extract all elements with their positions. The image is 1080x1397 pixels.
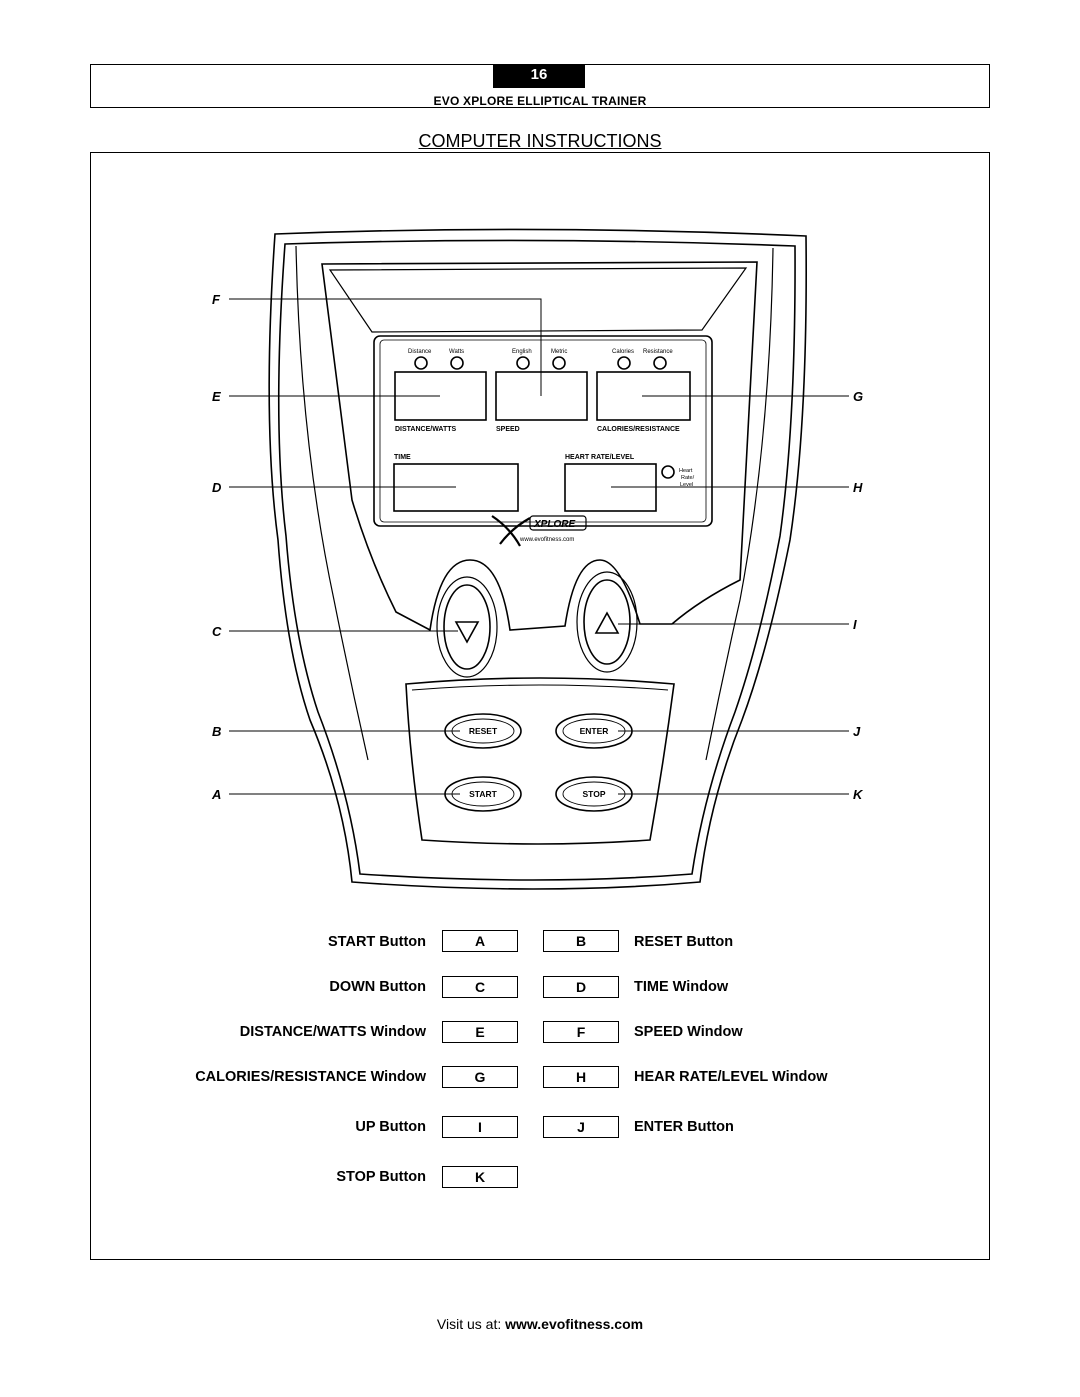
document-title: EVO XPLORE ELLIPTICAL TRAINER	[433, 94, 647, 108]
legend-left-key-5: I	[442, 1116, 518, 1138]
enter-button-label: ENTER	[580, 726, 609, 736]
legend-left-label-6: STOP Button	[336, 1169, 426, 1185]
label-distance-watts: DISTANCE/WATTS	[395, 426, 457, 433]
callout-d: D	[212, 480, 222, 495]
start-button-label: START	[469, 789, 498, 799]
callout-e: E	[212, 389, 221, 404]
indicator-calories: Calories	[612, 349, 634, 355]
callout-i: I	[853, 617, 857, 632]
legend-right-key-2: D	[543, 976, 619, 998]
stop-button-label: STOP	[583, 789, 606, 799]
legend-left-key-3: E	[442, 1021, 518, 1043]
footer: Visit us at: www.evofitness.com	[0, 1316, 1080, 1332]
legend-right-key-5: J	[543, 1116, 619, 1138]
legend-left-key-6: K	[442, 1166, 518, 1188]
legend-left-key-4: G	[442, 1066, 518, 1088]
indicator-distance: Distance	[408, 349, 432, 355]
xplore-logo: XPLORE	[533, 519, 575, 530]
indicator-english: English	[512, 349, 532, 355]
footer-prefix: Visit us at:	[436, 1316, 506, 1332]
label-speed: SPEED	[496, 426, 520, 433]
legend-right-key-4: H	[543, 1066, 619, 1088]
callout-g: G	[853, 389, 864, 404]
callout-a: A	[212, 787, 222, 802]
legend-right-label-4: HEAR RATE/LEVEL Window	[634, 1069, 828, 1085]
footer-url[interactable]: www.evofitness.com	[505, 1316, 644, 1332]
callout-k: K	[853, 787, 863, 802]
heart-indicator-line1: Heart	[679, 468, 693, 474]
callout-h: H	[853, 480, 863, 495]
label-heart-rate-level: HEART RATE/LEVEL	[565, 454, 635, 461]
legend-left-label-1: START Button	[328, 934, 426, 950]
legend-right-label-1: RESET Button	[634, 934, 734, 950]
indicator-resistance: Resistance	[643, 349, 673, 355]
label-time: TIME	[394, 454, 411, 461]
heart-indicator-line3: Level	[680, 482, 693, 488]
callout-f: F	[212, 292, 220, 307]
section-title: COMPUTER INSTRUCTIONS	[418, 131, 662, 151]
legend-left-key-2: C	[442, 976, 518, 998]
legend-left-key-1: A	[442, 930, 518, 952]
heart-indicator-line2: Rate/	[681, 475, 695, 481]
indicator-metric: Metric	[551, 349, 567, 355]
legend-right-label-3: SPEED Window	[634, 1024, 743, 1040]
legend-left-label-2: DOWN Button	[329, 979, 426, 995]
callout-b: B	[212, 724, 222, 739]
callout-j: J	[853, 724, 861, 739]
diagram-frame	[90, 152, 990, 1260]
legend-left-label-4: CALORIES/RESISTANCE Window	[195, 1069, 426, 1085]
callout-c: C	[212, 624, 222, 639]
label-calories-resistance: CALORIES/RESISTANCE	[597, 426, 680, 433]
legend-right-label-5: ENTER Button	[634, 1119, 734, 1135]
legend-left-label-3: DISTANCE/WATTS Window	[239, 1024, 426, 1040]
console-website: www.evofitness.com	[519, 537, 574, 543]
legend-right-key-1: B	[543, 930, 619, 952]
legend-left-label-5: UP Button	[355, 1119, 426, 1135]
legend-right-label-2: TIME Window	[634, 979, 729, 995]
page-number: 16	[493, 64, 585, 88]
reset-button-label: RESET	[469, 726, 498, 736]
indicator-watts: Watts	[449, 349, 464, 355]
legend-right-key-3: F	[543, 1021, 619, 1043]
